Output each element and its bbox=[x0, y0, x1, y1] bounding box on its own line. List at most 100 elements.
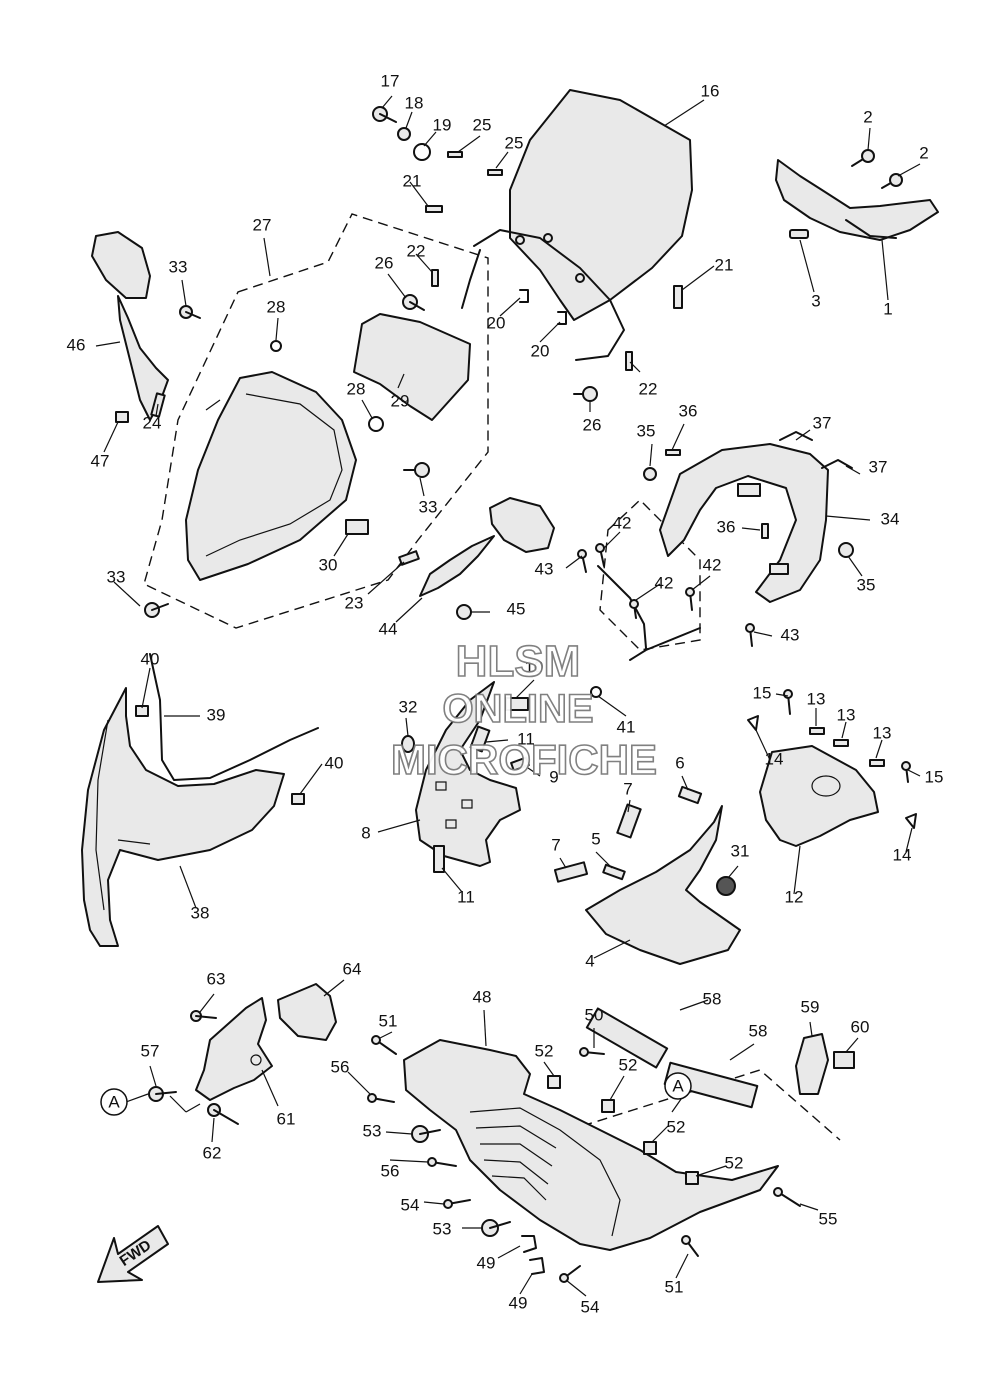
panel-12 bbox=[759, 745, 879, 847]
callout-58a: 58 bbox=[703, 989, 722, 1008]
tape-5 bbox=[602, 863, 626, 881]
callout-20a: 20 bbox=[487, 313, 506, 332]
under-cowl-48 bbox=[403, 1039, 779, 1251]
bolt-33a bbox=[179, 305, 201, 319]
clip-10 bbox=[505, 697, 529, 711]
screw-51b bbox=[681, 1235, 699, 1257]
callout-33b: 33 bbox=[419, 497, 438, 516]
bracket-61 bbox=[195, 997, 273, 1101]
watermark: HLSM ONLINE MICROFICHE bbox=[390, 636, 658, 784]
callout-22a: 22 bbox=[407, 241, 426, 260]
tape-21b bbox=[673, 285, 683, 309]
tape-36b bbox=[761, 523, 769, 539]
callout-39: 39 bbox=[207, 705, 226, 724]
clip-14a bbox=[747, 715, 759, 731]
callout-18: 18 bbox=[405, 93, 424, 112]
pad-60 bbox=[833, 1051, 855, 1069]
callout-7a: 7 bbox=[623, 779, 632, 798]
callout-13a: 13 bbox=[807, 689, 826, 708]
callout-10: 10 bbox=[525, 657, 544, 676]
callout-42a: 42 bbox=[613, 513, 632, 532]
callout-28b: 28 bbox=[347, 379, 366, 398]
screw-54b bbox=[559, 1265, 581, 1283]
callout-17: 17 bbox=[381, 71, 400, 90]
callout-49b: 49 bbox=[509, 1293, 528, 1312]
callout-48: 48 bbox=[473, 987, 492, 1006]
screw-62 bbox=[207, 1103, 239, 1125]
callout-51b: 51 bbox=[665, 1277, 684, 1296]
pad-23 bbox=[398, 550, 420, 566]
bolt-53a bbox=[411, 1125, 441, 1143]
callout-8: 8 bbox=[361, 823, 370, 842]
stay-58a bbox=[585, 1007, 669, 1069]
screw-56a bbox=[367, 1093, 395, 1103]
clip-35b bbox=[838, 542, 854, 558]
inner-panel-outline bbox=[599, 499, 701, 651]
callout-34: 34 bbox=[881, 509, 900, 528]
callout-25a: 25 bbox=[473, 115, 492, 134]
callout-55: 55 bbox=[819, 1209, 838, 1228]
callout-52c: 52 bbox=[667, 1117, 686, 1136]
callout-62: 62 bbox=[203, 1143, 222, 1162]
callout-54a: 54 bbox=[401, 1195, 420, 1214]
callout-58b: 58 bbox=[749, 1021, 768, 1040]
callout-53b: 53 bbox=[433, 1219, 452, 1238]
clip-52b bbox=[601, 1099, 615, 1113]
clip-52a bbox=[547, 1075, 561, 1089]
callout-41: 41 bbox=[617, 717, 636, 736]
callout-22b: 22 bbox=[639, 379, 658, 398]
clip-20b bbox=[557, 311, 567, 325]
bolt-26b bbox=[573, 386, 598, 402]
pad-30 bbox=[345, 519, 369, 535]
tape-37b bbox=[821, 459, 853, 469]
clip-49b bbox=[529, 1257, 545, 1275]
front-cowling-38 bbox=[81, 687, 285, 947]
screw-63 bbox=[190, 1010, 217, 1022]
callout-25b: 25 bbox=[505, 133, 524, 152]
callout-35a: 35 bbox=[637, 421, 656, 440]
svg-text:A: A bbox=[672, 1076, 684, 1095]
callout-36b: 36 bbox=[717, 517, 736, 536]
callout-3: 3 bbox=[811, 291, 820, 310]
callout-57: 57 bbox=[141, 1041, 160, 1060]
callout-11a: 11 bbox=[517, 729, 535, 748]
callout-36a: 36 bbox=[679, 401, 698, 420]
callout-38: 38 bbox=[191, 903, 210, 922]
cover-64 bbox=[277, 983, 337, 1041]
callout-53a: 53 bbox=[363, 1121, 382, 1140]
screw-55 bbox=[773, 1187, 801, 1207]
callout-61: 61 bbox=[277, 1109, 296, 1128]
screw-51a bbox=[371, 1035, 397, 1055]
callout-28a: 28 bbox=[267, 297, 286, 316]
bolt-17 bbox=[372, 106, 397, 123]
reference-mark-a-right: A bbox=[664, 1072, 692, 1100]
inner-cowl-34 bbox=[659, 443, 829, 603]
callout-15b: 15 bbox=[925, 767, 944, 786]
clip-35a bbox=[643, 467, 657, 481]
callout-15a: 15 bbox=[753, 683, 772, 702]
screw-42c bbox=[685, 587, 695, 611]
callout-29: 29 bbox=[391, 391, 410, 410]
callout-19: 19 bbox=[433, 115, 452, 134]
callout-49a: 49 bbox=[477, 1253, 496, 1272]
windscreen-16 bbox=[461, 89, 693, 361]
svg-text:A: A bbox=[108, 1092, 120, 1111]
tape-25b bbox=[487, 169, 503, 176]
grommet-19 bbox=[413, 143, 431, 161]
tape-13a bbox=[809, 727, 825, 735]
callout-26a: 26 bbox=[375, 253, 394, 272]
screw-15b bbox=[901, 761, 911, 783]
callout-45: 45 bbox=[507, 599, 526, 618]
tape-7a bbox=[616, 803, 642, 839]
clip-52d bbox=[685, 1171, 699, 1185]
callout-27: 27 bbox=[253, 215, 272, 234]
bolt-57 bbox=[148, 1086, 177, 1102]
clip-49a bbox=[521, 1235, 537, 1253]
callout-33c: 33 bbox=[107, 567, 126, 586]
lower-cowl-outline bbox=[505, 1069, 841, 1151]
bolt-33c bbox=[144, 602, 169, 618]
clip-20a bbox=[519, 289, 529, 303]
callout-21a: 21 bbox=[403, 171, 422, 190]
tape-21a bbox=[425, 205, 443, 213]
watermark-line-2: ONLINE bbox=[442, 687, 593, 731]
